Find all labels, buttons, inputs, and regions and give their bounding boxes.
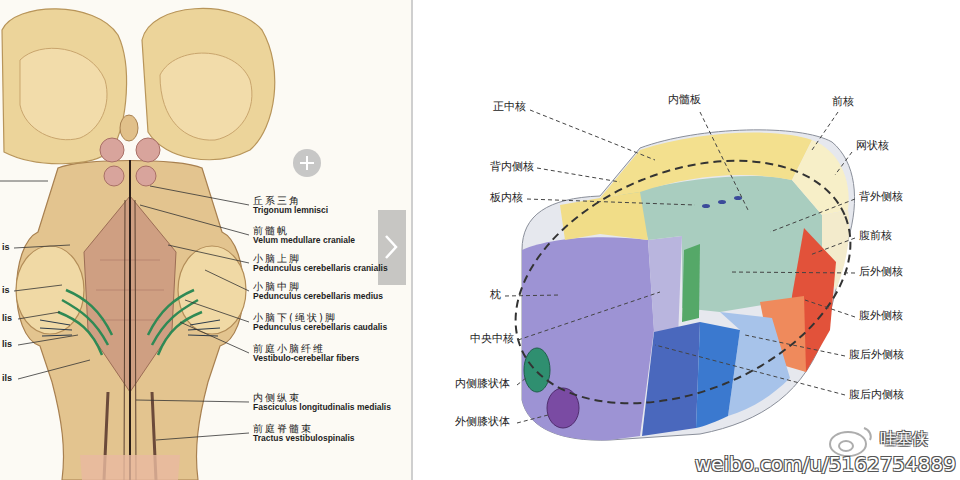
latin-term: Fasciculus longitudinalis medialis bbox=[253, 403, 391, 412]
nucleus-label: 后外侧核 bbox=[859, 266, 903, 277]
panel-ground bbox=[0, 0, 412, 480]
latin-term: Pedunculus cerebellaris caudalis bbox=[253, 323, 387, 332]
zoom-button bbox=[293, 149, 321, 177]
midline bbox=[129, 160, 131, 480]
nucleus-label: 腹后内侧核 bbox=[849, 389, 904, 400]
colliculus bbox=[136, 166, 156, 186]
part-name: 小脑下(绳状)脚 bbox=[253, 313, 337, 323]
nucleus-label: 腹前核 bbox=[859, 230, 892, 241]
latin-term: Vestibulo-cerebellar fibers bbox=[253, 354, 359, 363]
panel-border bbox=[411, 0, 413, 480]
mlf-tract bbox=[135, 200, 136, 480]
part-name: 丘系三角 bbox=[253, 196, 301, 206]
nucleus-label: 背外侧核 bbox=[859, 191, 903, 202]
nucleus-label: 腹后外侧核 bbox=[849, 349, 904, 360]
nucleus-label: 网状核 bbox=[856, 140, 889, 151]
watermark: 哇塞侠 bbox=[880, 431, 928, 447]
anterior-nucleus bbox=[792, 140, 849, 215]
spinal-cord bbox=[80, 455, 180, 480]
lobe-fold bbox=[160, 53, 252, 140]
brainstem-figure bbox=[2, 8, 275, 480]
nucleus-strip bbox=[682, 244, 700, 322]
latin-term: Pedunculus cerebellaris medius bbox=[253, 292, 383, 301]
ventral-posterior-nucleus bbox=[642, 322, 700, 436]
nucleus-label: 中央中核 bbox=[470, 333, 514, 344]
lamina-dot bbox=[734, 196, 742, 200]
cut-label: lis bbox=[1, 314, 13, 323]
lobe-fold bbox=[20, 48, 107, 139]
nucleus-label: 内髓板 bbox=[668, 94, 701, 105]
weibo-logo bbox=[830, 428, 871, 456]
ventral-posterior-nucleus bbox=[696, 322, 740, 428]
next-button bbox=[378, 210, 406, 285]
colliculus bbox=[100, 138, 124, 162]
peduncle-cut bbox=[178, 246, 246, 334]
thalamus-figure bbox=[480, 114, 887, 449]
nucleus-label: 外侧膝状体 bbox=[455, 416, 510, 427]
latin-term: Tractus vestibulospinalis bbox=[253, 434, 355, 443]
colliculus bbox=[104, 166, 124, 186]
nucleus-label: 内侧膝状体 bbox=[455, 378, 510, 389]
nucleus-label: 腹外侧核 bbox=[859, 310, 903, 321]
nucleus-label: 枕 bbox=[490, 289, 501, 300]
mlf-tract bbox=[124, 200, 125, 480]
leader-lines bbox=[505, 110, 855, 423]
leader-lines bbox=[0, 181, 249, 440]
part-name: 内侧纵束 bbox=[253, 393, 301, 403]
nucleus-label: 板内核 bbox=[490, 192, 523, 203]
watermark: weibo.com/u/5162754889 bbox=[695, 454, 956, 474]
part-name: 小脑上脚 bbox=[253, 254, 301, 264]
part-name: 前庭小脑纤维 bbox=[253, 344, 325, 354]
lamina-dot bbox=[718, 200, 726, 204]
nucleus-label: 背内侧核 bbox=[490, 161, 534, 172]
cut-label: ils bbox=[1, 374, 13, 383]
nucleus-label: 前核 bbox=[832, 96, 854, 107]
left-lobe bbox=[2, 9, 127, 164]
latin-term: Pedunculus cerebellaris cranialis bbox=[253, 264, 388, 273]
part-name: 前髓帆 bbox=[253, 226, 289, 236]
right-lobe bbox=[142, 8, 275, 159]
pulvinar bbox=[522, 237, 654, 440]
next-icon bbox=[386, 236, 396, 258]
part-name: 小脑中脚 bbox=[253, 282, 301, 292]
dashed-outline bbox=[480, 114, 887, 449]
nucleus-label: 正中核 bbox=[493, 101, 526, 112]
nucleus-region bbox=[648, 236, 682, 338]
zoom-icon bbox=[300, 156, 314, 170]
cut-label: is bbox=[1, 286, 11, 295]
cut-label: is bbox=[1, 243, 11, 252]
pineal-body bbox=[120, 115, 138, 141]
colliculus bbox=[136, 138, 160, 162]
latin-term: Trigonum lemnisci bbox=[253, 206, 328, 215]
medial-geniculate bbox=[524, 348, 550, 392]
cut-label: lis bbox=[1, 340, 13, 349]
lamina-dot bbox=[702, 204, 710, 208]
latin-term: Velum medullare craniale bbox=[253, 236, 355, 245]
part-name: 前庭脊髓束 bbox=[253, 424, 313, 434]
